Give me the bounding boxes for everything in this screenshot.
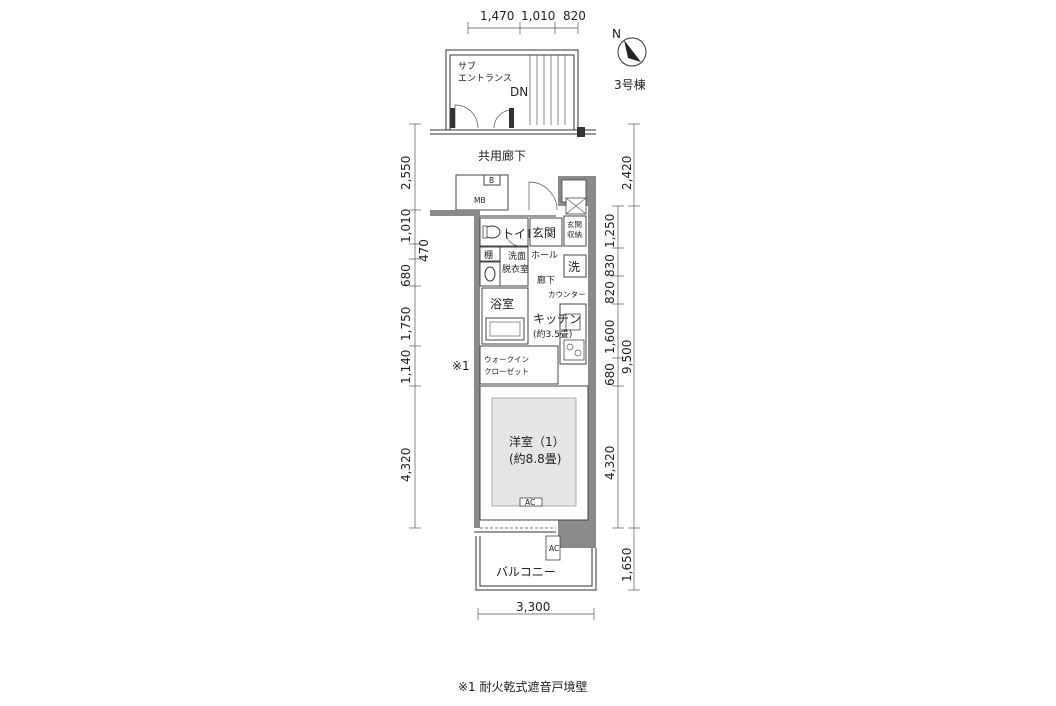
genkan-label: 玄関: [532, 225, 556, 240]
dim-right-inner-2: 830: [603, 254, 617, 277]
balcony-label: バルコニー: [496, 565, 556, 579]
dim-right-outer-1: 2,420: [620, 156, 634, 190]
sub-entrance: サブ エントランス DN: [445, 49, 579, 130]
dim-left-2: 1,010: [399, 209, 413, 243]
hall-label: ホール: [531, 250, 558, 261]
dim-left-6: 1,140: [399, 350, 413, 384]
bottom-dimension: 3,300: [477, 600, 595, 620]
sub-entrance-label-1: サブ: [458, 60, 476, 72]
dim-left-1: 2,550: [399, 156, 413, 190]
toilet-label: トイレ: [502, 227, 538, 241]
genkan-storage-label-1: 玄関: [567, 219, 582, 229]
north-label: N: [612, 27, 621, 41]
left-dimensions: 2,550 1,010 470 680 1,750 1,140 4,320: [399, 123, 431, 529]
dim-top-3: 820: [563, 9, 586, 23]
dim-right-outer-2: 9,500: [620, 340, 634, 374]
washroom: 棚 洗面 脱衣室: [479, 246, 529, 287]
genkan-storage-label-2: 収納: [567, 229, 582, 239]
washer-label: 洗: [568, 260, 580, 274]
right-outer-dimensions: 2,420 9,500 1,650: [620, 123, 640, 591]
washroom-label-2: 脱衣室: [502, 263, 529, 275]
dn-label: DN: [510, 85, 528, 99]
western-room-label-1: 洋室（1）: [509, 434, 565, 449]
sub-entrance-label-2: エントランス: [458, 73, 512, 84]
dim-right-inner-4: 1,600: [603, 320, 617, 354]
common-corridor: 共用廊下: [430, 127, 596, 163]
corridor-label: 共用廊下: [478, 148, 526, 163]
counter-label: カウンター: [548, 290, 586, 299]
dim-right-inner-6: 4,320: [603, 446, 617, 480]
dim-right-outer-3: 1,650: [620, 548, 634, 582]
kitchen-label-1: キッチン: [533, 312, 581, 326]
dim-bottom: 3,300: [516, 600, 550, 614]
north-arrow-icon: N: [612, 27, 647, 67]
dim-top-2: 1,010: [521, 9, 555, 23]
dim-right-inner-3: 820: [603, 281, 617, 304]
dim-left-4: 680: [399, 264, 413, 287]
western-room-label-2: (約8.8畳): [509, 451, 561, 466]
wic-label-2: クローゼット: [484, 366, 529, 376]
dim-left-7: 4,320: [399, 448, 413, 482]
toilet-room: トイレ: [479, 217, 538, 247]
dim-right-inner-1: 1,250: [603, 214, 617, 248]
western-room: 洋室（1） (約8.8畳) AC: [479, 385, 589, 521]
kitchen: キッチン (約3.5畳): [533, 303, 587, 365]
bath-label: 浴室: [490, 296, 514, 311]
balcony: AC バルコニー: [475, 535, 597, 591]
ac-balcony-label: AC: [549, 544, 559, 553]
footnote-marker: ※1: [452, 359, 470, 373]
bathroom: 浴室: [481, 287, 529, 345]
dim-left-3: 470: [417, 239, 431, 262]
footnote: ※1 耐火乾式遮音戸境壁: [458, 679, 588, 694]
dim-top-1: 1,470: [480, 9, 514, 23]
right-inner-dimensions: 1,250 830 820 1,600 680 4,320: [603, 205, 624, 529]
wic-label-1: ウォークイン: [484, 355, 529, 364]
entrance-area: 玄関 玄関 収納: [529, 215, 587, 247]
building-number: 3号棟: [614, 77, 646, 92]
exterior-walls: [430, 176, 596, 548]
shelf-label: 棚: [484, 249, 493, 261]
dim-right-inner-5: 680: [603, 363, 617, 386]
walk-in-closet: ウォークイン クローゼット: [479, 345, 559, 385]
mb-b-label: B: [489, 176, 494, 185]
rouka-label: 廊下: [537, 274, 555, 286]
ac-room-label: AC: [525, 498, 535, 507]
hall-area: ホール 洗 廊下 カウンター: [531, 250, 587, 299]
dim-left-5: 1,750: [399, 307, 413, 341]
washroom-label-1: 洗面: [508, 250, 526, 262]
meter-box: B MB: [455, 174, 509, 211]
kitchen-label-2: (約3.5畳): [533, 328, 572, 340]
top-dimension: 1,470 1,010 820: [467, 9, 586, 34]
mb-label: MB: [474, 196, 486, 205]
